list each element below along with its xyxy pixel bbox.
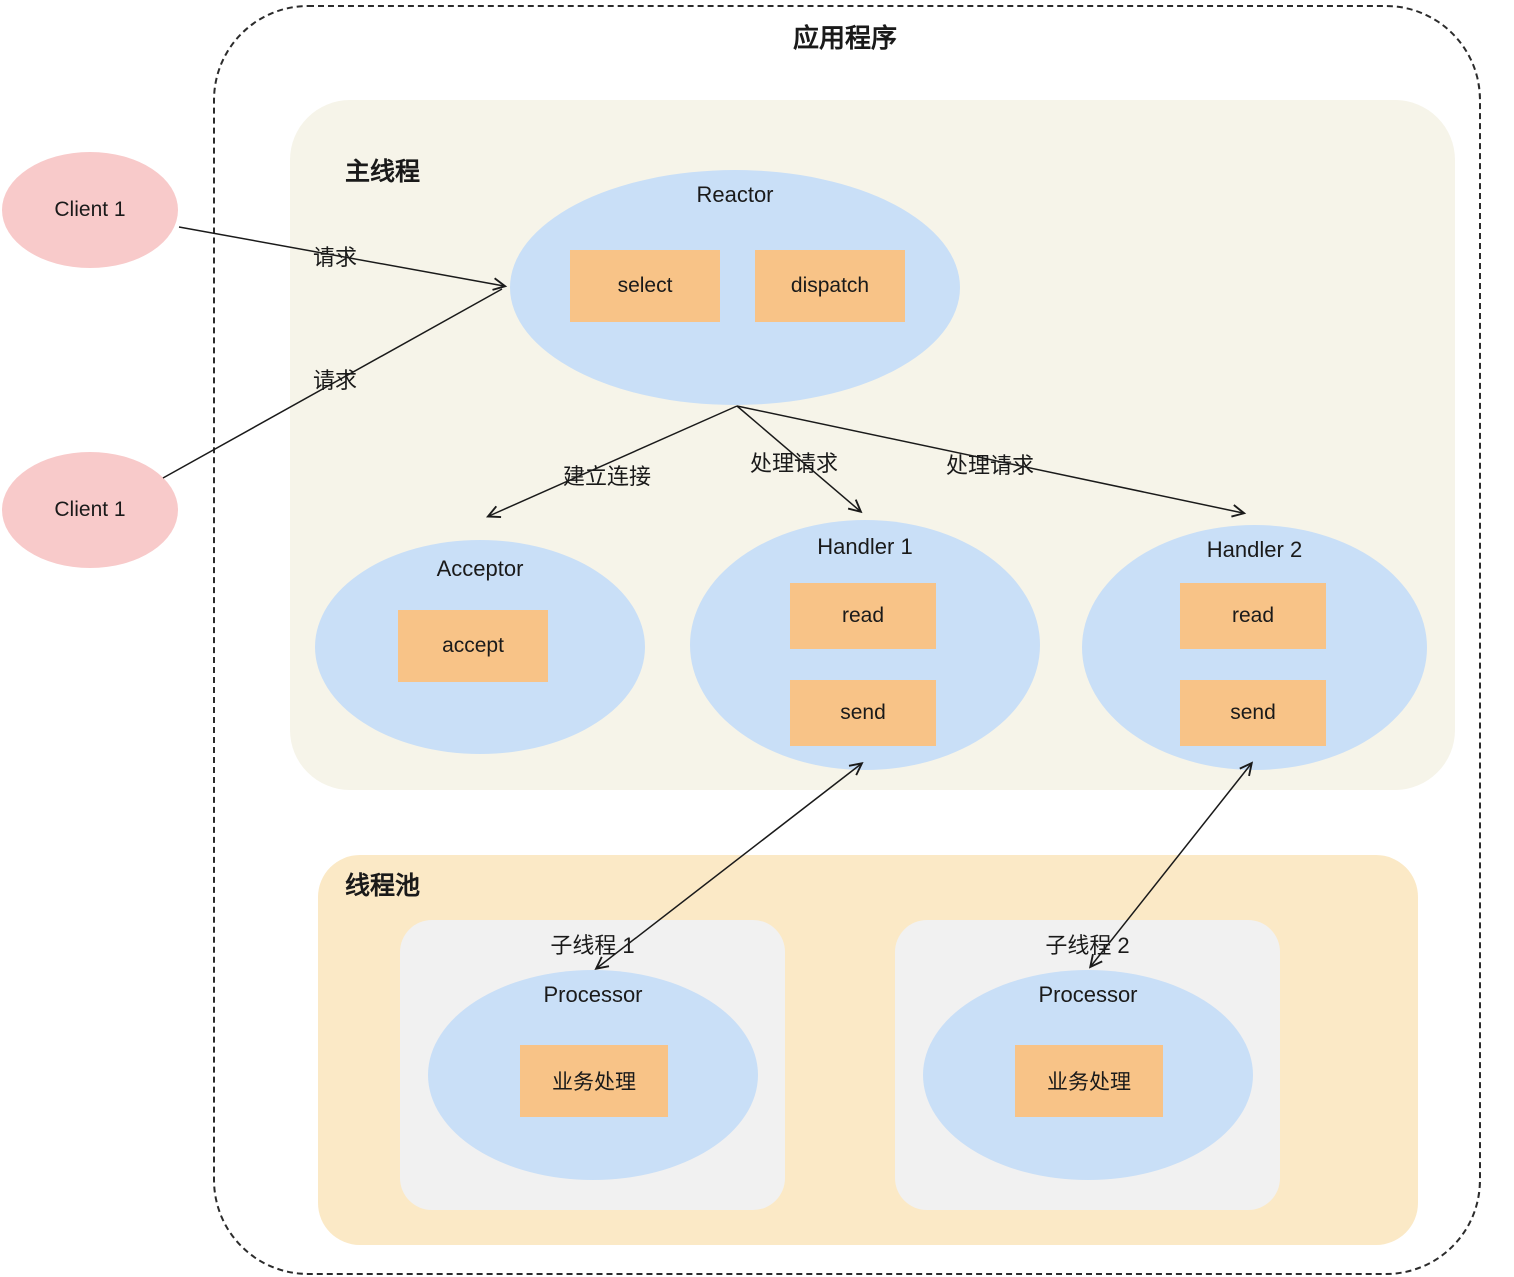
handler-1-node: Handler 1 read send: [690, 520, 1040, 770]
processor-1-node: Processor 业务处理: [428, 970, 758, 1180]
handler-1-op-send: send: [790, 680, 936, 746]
reactor-op-dispatch: dispatch: [755, 250, 905, 322]
worker-1-title: 子线程 1: [550, 933, 635, 958]
processor-2-title: Processor: [1038, 982, 1138, 1007]
reactor-node: Reactor select dispatch: [510, 170, 960, 405]
edge-label-handle-request-2: 处理请求: [946, 453, 1035, 478]
client-2-node: Client 1: [2, 452, 178, 568]
processor-1-title: Processor: [543, 982, 643, 1007]
acceptor-node: Acceptor accept: [315, 540, 645, 754]
handler-1-title: Handler 1: [817, 534, 913, 559]
processor-1-task: 业务处理: [520, 1045, 668, 1117]
handler-2-title: Handler 2: [1206, 537, 1303, 562]
processor-2-task: 业务处理: [1015, 1045, 1163, 1117]
edge-label-establish-connection: 建立连接: [563, 464, 652, 489]
acceptor-title: Acceptor: [436, 556, 524, 581]
acceptor-op-accept: accept: [398, 610, 548, 682]
handler-2-op-read: read: [1180, 583, 1326, 649]
thread-pool-title: 线程池: [345, 872, 421, 900]
handler-2-node: Handler 2 read send: [1082, 525, 1427, 770]
client-1-node: Client 1: [2, 152, 178, 268]
edge-label-request-2: 请求: [313, 368, 358, 393]
reactor-title: Reactor: [696, 182, 774, 207]
handler-2-op-send: send: [1180, 680, 1326, 746]
edge-label-request-1: 请求: [313, 245, 358, 270]
application-title: 应用程序: [792, 23, 897, 53]
edge-label-handle-request-1: 处理请求: [750, 451, 839, 476]
reactor-op-select: select: [570, 250, 720, 322]
processor-2-node: Processor 业务处理: [923, 970, 1253, 1180]
worker-2-title: 子线程 2: [1045, 933, 1130, 958]
handler-1-op-read: read: [790, 583, 936, 649]
application-container: [213, 5, 1481, 1275]
main-thread-title: 主线程: [345, 158, 421, 186]
